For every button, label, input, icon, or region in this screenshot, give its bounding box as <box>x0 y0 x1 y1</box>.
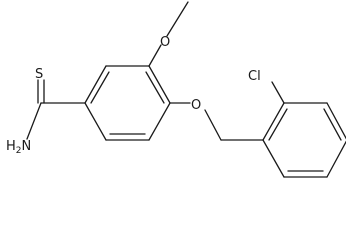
ring1-bond-4 <box>148 102 171 141</box>
ether-o-ch2-bond <box>204 109 222 141</box>
sulfur-label: S <box>35 67 43 82</box>
amine-h-count-label: 2 <box>16 146 22 156</box>
ring-cl-bond <box>271 81 285 104</box>
ring-methoxy-o-bond <box>148 44 162 67</box>
bonds <box>26 1 346 178</box>
molecule-structure: S H2N O O Cl <box>6 1 346 178</box>
amine-n-label: N <box>22 139 32 154</box>
methoxy-o-ch3-bond <box>166 1 189 37</box>
ether-oxygen-label: O <box>191 98 201 113</box>
ring2-bond-4 <box>326 140 346 178</box>
structure-canvas: S H2N O O Cl <box>6 1 346 178</box>
ring1-bond-1-inner <box>90 71 110 104</box>
ring2-bond-1-inner <box>268 108 288 141</box>
ring1-bond-3-inner <box>145 71 165 104</box>
ring2-bond-3-inner <box>323 108 342 141</box>
amine-label: H2N <box>6 139 31 156</box>
methoxy-oxygen-label: O <box>160 35 170 50</box>
ring2-bond-3 <box>326 102 346 140</box>
ring1-bond-3 <box>148 65 171 104</box>
chlorine-label: Cl <box>248 69 261 84</box>
atom-labels: S H2N O O Cl <box>6 35 261 156</box>
ring1-bond-6 <box>84 102 107 141</box>
c-nh2-bond <box>26 102 42 140</box>
amine-h-label: H <box>6 139 16 154</box>
ring1-bond-1 <box>84 65 107 104</box>
ring2-bond-1 <box>262 102 285 141</box>
ring2-bond-6 <box>262 139 285 178</box>
